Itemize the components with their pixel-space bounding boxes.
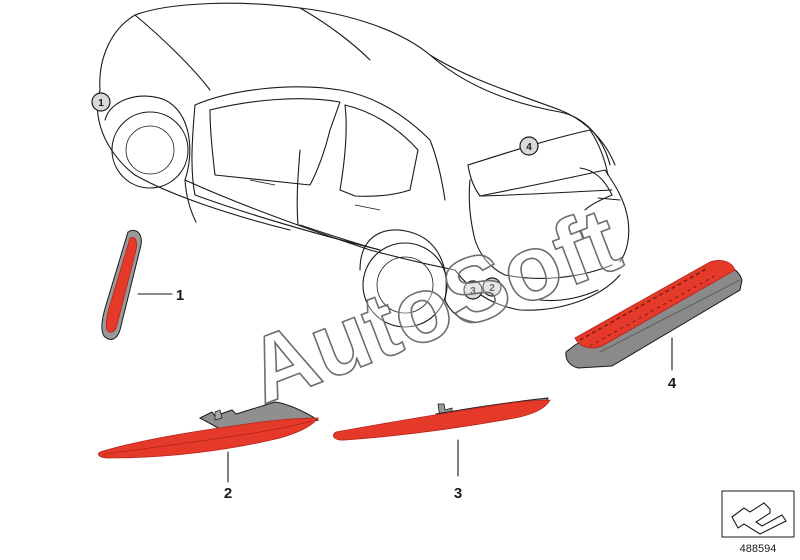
diagram-reference: 488594 (721, 490, 795, 555)
svg-text:2: 2 (489, 283, 495, 294)
svg-text:4: 4 (526, 142, 532, 153)
part-number-3: 3 (454, 485, 462, 502)
vehicle-outline (96, 2, 630, 328)
diagram-id: 488594 (740, 543, 777, 555)
part-number-4: 4 (668, 375, 677, 392)
part-1-side-reflector: 1 (101, 230, 184, 340)
svg-text:3: 3 (470, 286, 476, 297)
part-number-2: 2 (224, 485, 232, 502)
part-4-third-brake-light: 4 (565, 259, 743, 392)
callout-2: 2 (482, 277, 502, 297)
callout-3: 3 (463, 280, 483, 300)
part-3-rear-reflector: 3 (333, 397, 551, 502)
svg-text:1: 1 (98, 98, 104, 109)
arrow-icon (731, 502, 787, 535)
callout-1: 1 (91, 92, 111, 112)
callout-4: 4 (519, 136, 539, 156)
part-number-1: 1 (176, 287, 184, 304)
part-2-rear-reflector: 2 (98, 401, 320, 502)
